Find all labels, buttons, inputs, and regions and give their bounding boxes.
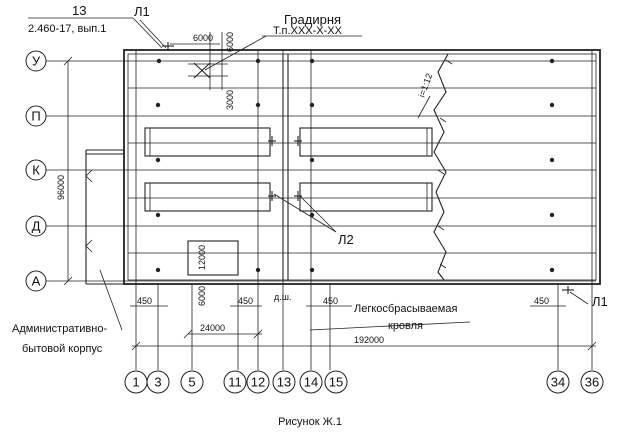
dim-6000-vertical: 6000 — [225, 32, 235, 52]
expansion-joint-label: д.ш. — [274, 292, 291, 302]
dim-450-d: 450 — [534, 296, 549, 306]
dim-24000: 24000 — [200, 323, 225, 333]
cooling-tower-symbol — [188, 32, 228, 90]
row-axis-label: У — [32, 54, 41, 69]
dim-3000: 3000 — [225, 90, 235, 110]
cooler-leader — [204, 35, 267, 71]
column-axis-label: 15 — [329, 375, 343, 390]
row-axis-label: К — [32, 163, 40, 178]
row-axis-label: П — [31, 109, 40, 124]
break-line — [433, 53, 449, 281]
ref-document: 2.460-17, вып.1 — [28, 23, 106, 35]
column-axis-label: 34 — [551, 375, 565, 390]
column-axis-label: 1 — [132, 375, 139, 390]
building-inner-outline — [127, 53, 597, 281]
column-axis-label: 3 — [154, 375, 161, 390]
l1-top-label: Л1 — [134, 4, 150, 19]
skylight-markers — [268, 136, 302, 201]
cooler-title: Градирня — [284, 12, 341, 27]
column-axis-label: 36 — [585, 375, 599, 390]
dim-450-b: 450 — [238, 296, 253, 306]
row-axis-label: А — [32, 274, 41, 289]
admin-label-2: бытовой корпус — [22, 343, 103, 355]
admin-leader — [99, 269, 123, 331]
admin-label-1: Административно- — [12, 323, 107, 335]
l1-right-label: Л1 — [592, 294, 608, 309]
equipment-footprint — [187, 240, 239, 276]
column-axis-markers: 1 3 5 11 12 13 14 15 34 36 — [124, 370, 604, 394]
row-axis-markers: У П К Д А — [25, 50, 47, 292]
column-axis-lines — [135, 50, 593, 370]
break-hatch — [437, 59, 453, 269]
skylights — [144, 127, 433, 212]
column-axis-label: 12 — [251, 375, 265, 390]
roof-panel-lines — [128, 87, 596, 254]
dim-450-a: 450 — [137, 296, 152, 306]
light-roof-label-2: кровля — [388, 320, 423, 332]
dim-6000-top: 6000 — [193, 33, 213, 43]
building-outline — [123, 49, 601, 285]
roof-drains — [155, 58, 555, 273]
row-axis-label: Д — [32, 219, 41, 234]
dim-192000: 192000 — [354, 335, 384, 345]
cooler-code: Т.п.XXX-X-XX — [273, 25, 343, 37]
light-roof-label-1: Легкосбрасываемая — [354, 303, 457, 315]
column-axis-label: 13 — [277, 375, 291, 390]
row-axis-lines — [46, 60, 596, 282]
dim-6000-bottom: 6000 — [197, 286, 207, 306]
dim-96000: 96000 — [56, 175, 66, 200]
column-axis-label: 11 — [228, 375, 242, 390]
dim-450-c: 450 — [323, 296, 338, 306]
slope-arrow — [417, 95, 431, 119]
column-axis-label: 5 — [188, 375, 195, 390]
ref-number: 13 — [72, 3, 86, 18]
column-axis-label: 14 — [304, 375, 318, 390]
l2-label: Л2 — [338, 232, 354, 247]
dim-12000: 12000 — [197, 245, 207, 270]
slope-label: i=1:12 — [416, 72, 434, 99]
figure-caption: Рисунок Ж.1 — [278, 416, 342, 428]
